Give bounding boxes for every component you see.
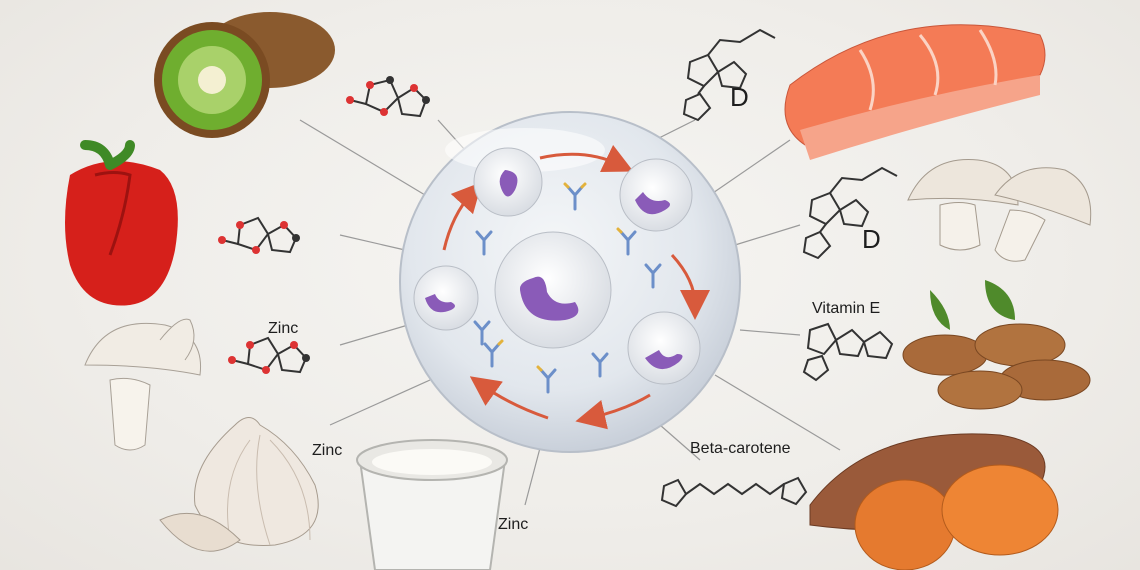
white-blood-cell (473, 147, 543, 217)
white-blood-cell (494, 231, 612, 349)
garlic-icon (159, 417, 319, 552)
molecule-atoms (346, 76, 430, 116)
antibodies (473, 182, 662, 394)
sweet-potato-icon (809, 433, 1059, 570)
cycle-arrows (442, 144, 710, 430)
zinc-label: Zinc (312, 442, 343, 459)
bell-pepper-icon (65, 140, 178, 306)
salmon-fillet-icon (784, 24, 1046, 160)
molecule-atoms (228, 341, 310, 374)
molecule (802, 166, 898, 260)
molecule (802, 322, 894, 382)
connector-lines (299, 119, 841, 506)
vitamin-d-label: D (862, 224, 881, 254)
zinc-label: Zinc (268, 320, 299, 337)
white-blood-cell (619, 158, 693, 232)
almonds-icon (902, 280, 1091, 410)
white-blood-cell (627, 311, 701, 385)
vitamin-d-label: D (730, 82, 749, 112)
kiwi-icon (154, 12, 335, 138)
molecule (682, 28, 776, 122)
yogurt-cup-icon (356, 439, 508, 570)
white-blood-cell (413, 265, 479, 331)
molecule-atoms (218, 221, 300, 254)
molecule (660, 476, 808, 508)
mushrooms-icon (907, 159, 1092, 262)
zinc-label: Zinc (498, 516, 529, 533)
beta-carotene-label: Beta-carotene (690, 440, 791, 457)
vitamin-e-label: Vitamin E (812, 300, 881, 317)
mushroom-icon (84, 318, 202, 451)
